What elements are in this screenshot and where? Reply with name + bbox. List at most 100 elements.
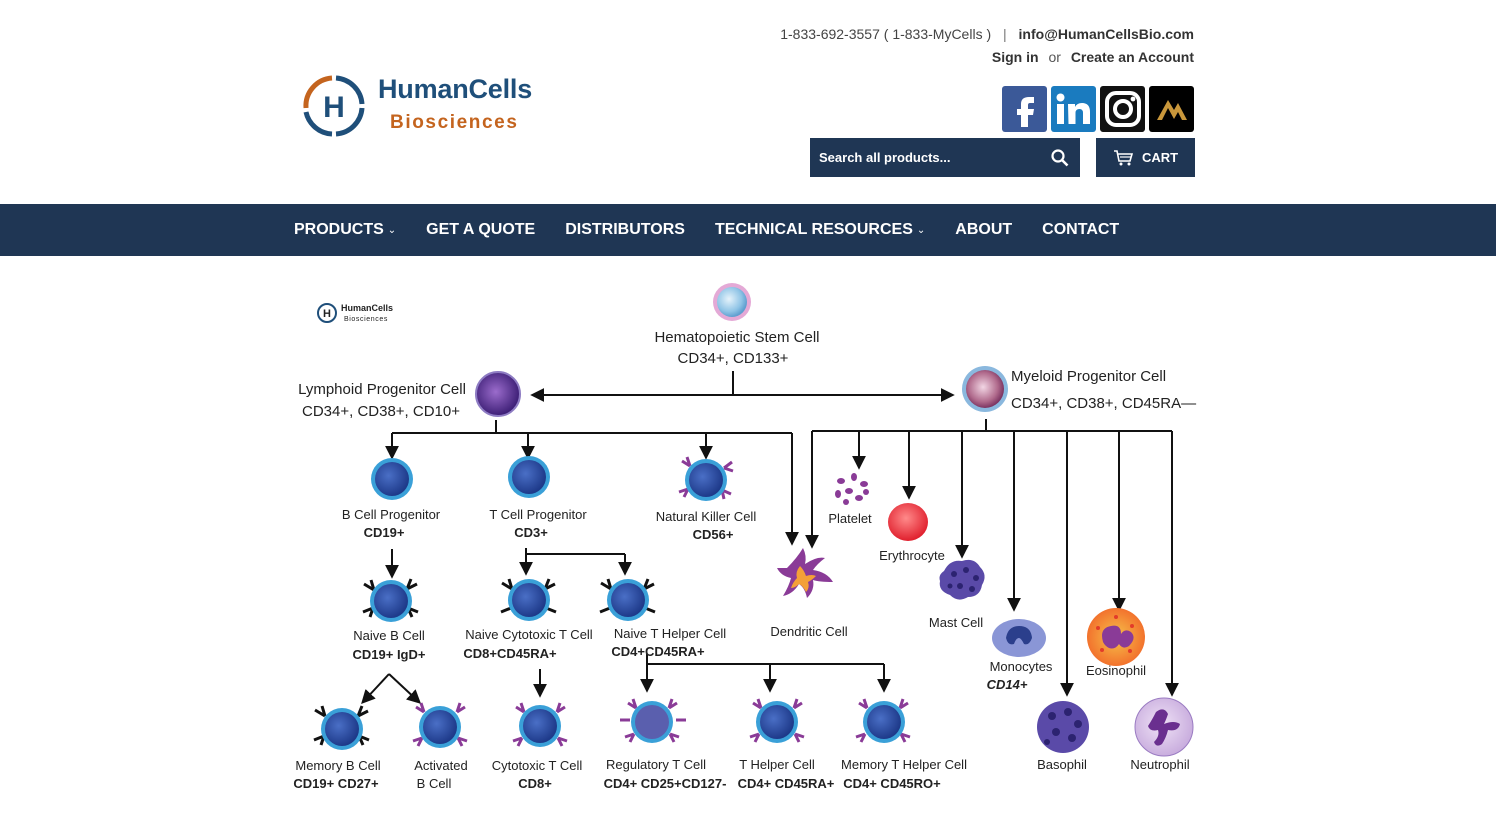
search-button[interactable] [1040,138,1080,177]
create-account-link[interactable]: Create an Account [1070,49,1194,65]
cell-markers: CD19+ [364,525,405,540]
basophil: Basophil [1037,701,1089,772]
cell-label: Natural Killer Cell [656,509,757,524]
top-contact-bar: 1-833-692-3557 ( 1-833-MyCells ) | info@… [780,25,1194,71]
myeloid-progenitor-cell: Myeloid Progenitor Cell CD34+, CD38+, CD… [962,366,1196,412]
cell-markers: CD19+ IgD+ [353,647,426,662]
cell-label: Myeloid Progenitor Cell [1011,368,1166,385]
cell-label: T Cell Progenitor [489,507,587,522]
naive-b-cell: Naive B Cell CD19+ IgD+ [353,578,426,662]
cell-markers: CD4+CD45RA+ [611,644,705,659]
brand-mark-icon[interactable] [1149,86,1194,132]
nav-item-get-a-quote[interactable]: GET A QUOTE [426,221,535,239]
nav-item-label: CONTACT [1042,221,1120,238]
natural-killer-cell: Natural Killer Cell CD56+ [656,456,757,542]
brand-name-line1: HumanCells [378,74,533,104]
brand-name-line2: Biosciences [390,112,519,133]
svg-text:H: H [323,308,331,320]
t-cell-progenitor: T Cell Progenitor CD3+ [489,456,587,540]
cell-markers: CD8+ [518,776,552,791]
mini-logo: H HumanCells Biosciences [317,303,393,323]
cell-label: Platelet [828,511,872,526]
cell-markers: CD8+CD45RA+ [463,646,557,661]
logo-letter: H [323,91,345,124]
cell-markers: CD19+ CD27+ [293,776,379,791]
cart-label: CART [1141,150,1179,165]
cell-label: Hematopoietic Stem Cell [654,329,819,346]
cell-markers: CD14+ [987,677,1028,692]
nav-item-distributors[interactable]: DISTRIBUTORS [565,221,685,239]
nav-item-label: GET A QUOTE [426,221,536,238]
chevron-down-icon: ⌄ [387,224,397,236]
memory-t-helper-cell: Memory T Helper Cell CD4+ CD45RO+ [841,698,967,791]
cell-label: Mast Cell [929,615,983,630]
nav-item-label: PRODUCTS [294,221,384,238]
cell-markers: CD56+ [693,527,734,542]
instagram-icon[interactable] [1100,86,1145,132]
search-icon [1051,148,1069,166]
t-helper-cell: T Helper Cell CD4+ CD45RA+ [738,698,835,791]
cell-markers: CD4+ CD45RO+ [843,776,941,791]
cell-label: Dendritic Cell [770,624,847,639]
cell-markers: CD4+ CD25+CD127- [604,776,727,791]
cell-markers: CD4+ CD45RA+ [738,776,835,791]
nav-item-products[interactable]: PRODUCTS⌄ [294,221,396,239]
search-input[interactable] [810,138,1040,177]
phone-number[interactable]: 1-833-692-3557 [780,26,880,42]
cell-label: Eosinophil [1086,663,1146,678]
naive-cytotoxic-t-cell: Naive Cytotoxic T Cell CD8+CD45RA+ [463,578,593,661]
erythrocyte: Erythrocyte [879,503,945,563]
cytotoxic-t-cell: Cytotoxic T Cell CD8+ [492,702,583,791]
cell-label: Lymphoid Progenitor Cell [298,381,466,398]
cell-label: Regulatory T Cell [606,757,706,772]
facebook-icon[interactable] [1002,86,1047,132]
platelet: Platelet [828,473,872,526]
linkedin-icon[interactable] [1051,86,1096,132]
sign-in-link[interactable]: Sign in [991,49,1039,65]
nav-item-technical-resources[interactable]: TECHNICAL RESOURCES⌄ [715,221,925,239]
b-cell-progenitor: B Cell Progenitor CD19+ [342,458,441,540]
mini-logo-line2: Biosciences [344,316,388,323]
cart-button[interactable]: CART [1096,138,1195,177]
logo-mark-icon: H [303,75,365,137]
neutrophil: Neutrophil [1130,697,1194,772]
site-logo[interactable]: H HumanCells Biosciences [298,68,558,142]
lymphoid-progenitor-cell: Lymphoid Progenitor Cell CD34+, CD38+, C… [298,371,521,420]
nav-item-label: ABOUT [955,221,1013,238]
memory-b-cell: Memory B Cell CD19+ CD27+ [293,705,381,791]
email-link[interactable]: info@HumanCellsBio.com [1018,26,1194,42]
cell-label: Cytotoxic T Cell [492,758,583,773]
monocytes: Monocytes CD14+ [987,619,1053,692]
social-links [1002,86,1194,132]
cell-markers: CD34+, CD133+ [678,350,789,367]
cell-label: Basophil [1037,757,1087,772]
nav-item-about[interactable]: ABOUT [955,221,1012,239]
cell-label: Neutrophil [1130,757,1189,772]
chevron-down-icon: ⌄ [916,224,926,236]
hematopoietic-stem-cell: Hematopoietic Stem Cell CD34+, CD133+ [654,283,820,367]
separator: | [1003,26,1007,42]
cell-label: T Helper Cell [739,757,815,772]
eosinophil: Eosinophil [1086,608,1146,678]
cell-label: Memory T Helper Cell [841,757,967,772]
cell-label: Naive T Helper Cell [614,626,726,641]
or-text: or [1048,49,1061,65]
nav-item-label: DISTRIBUTORS [565,221,685,238]
hematopoiesis-diagram: H HumanCells Biosciences [293,283,1196,791]
cell-markers: CD34+, CD38+, CD10+ [302,403,460,420]
nav-item-contact[interactable]: CONTACT [1042,221,1119,239]
cell-label: Memory B Cell [295,758,380,773]
dendritic-cell: Dendritic Cell [770,548,848,639]
cell-label: Erythrocyte [879,548,945,563]
nav-item-label: TECHNICAL RESOURCES [714,221,913,238]
cell-label: Naive Cytotoxic T Cell [465,627,593,642]
activated-b-cell: Activated B Cell [412,702,468,791]
cell-markers: CD34+, CD38+, CD45RA— [1011,395,1196,412]
cell-label: B Cell Progenitor [342,507,441,522]
cell-label: Activated [414,758,467,773]
naive-t-helper-cell: Naive T Helper Cell CD4+CD45RA+ [599,578,726,659]
phone-alias: ( 1-833-MyCells ) [883,26,992,42]
regulatory-t-cell: Regulatory T Cell CD4+ CD25+CD127- [604,698,727,791]
cart-icon [1113,149,1133,165]
cell-label: Monocytes [990,659,1053,674]
